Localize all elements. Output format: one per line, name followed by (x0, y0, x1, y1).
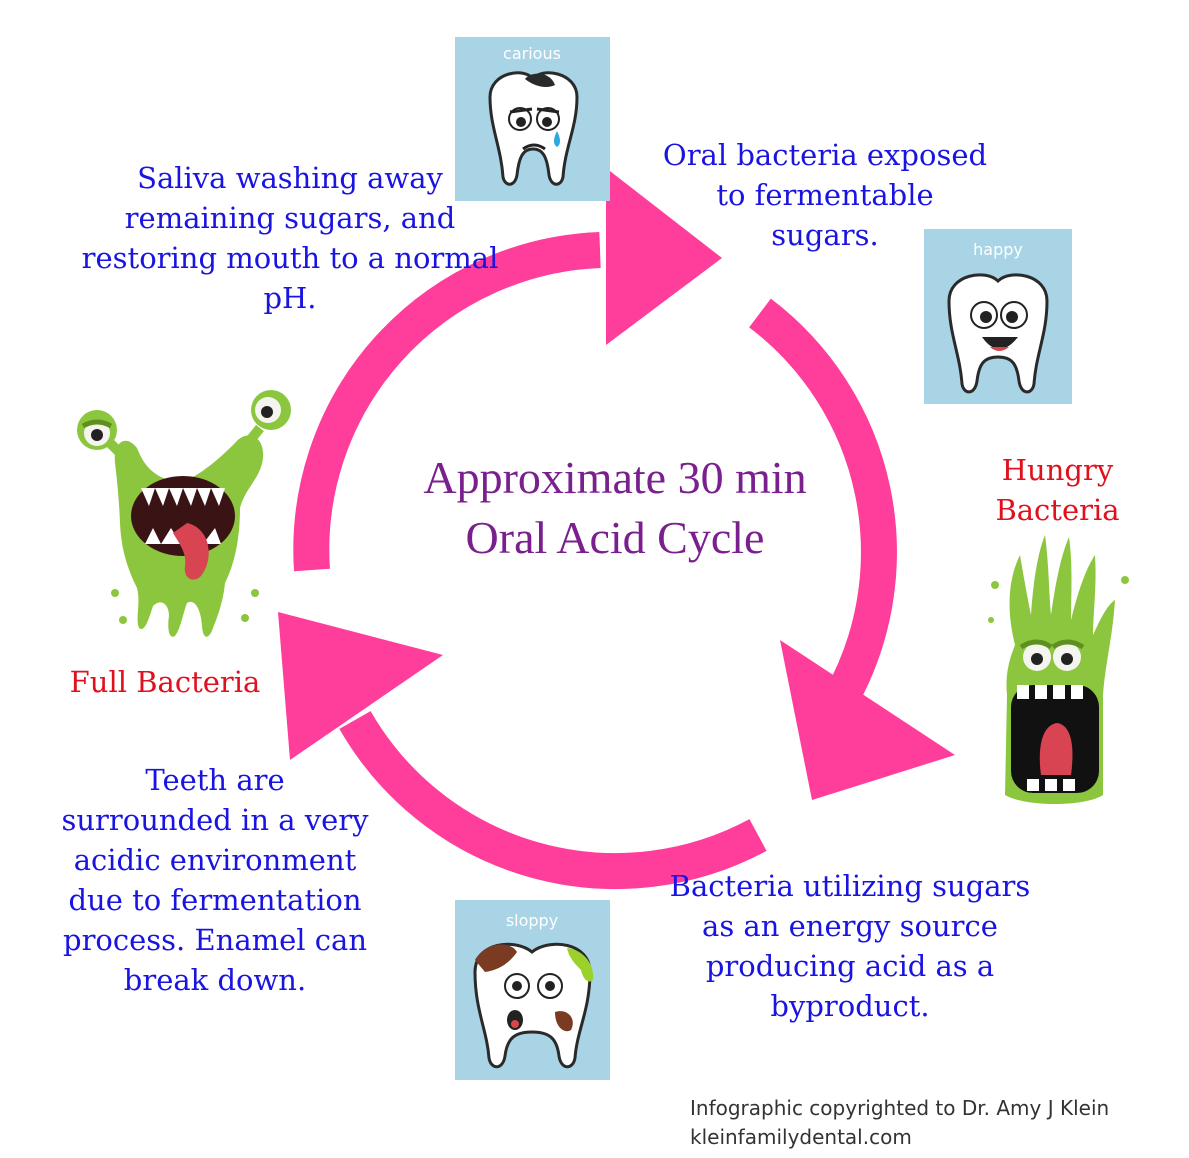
cycle-arrow-icon (749, 298, 897, 709)
arrow-head-right (780, 640, 955, 800)
cycle-arrow-icon (339, 711, 767, 889)
sloppy-tooth-icon: sloppy (455, 900, 610, 1080)
credit-line: Infographic copyrighted to Dr. Amy J Kle… (690, 1096, 1110, 1120)
svg-text:sloppy: sloppy (506, 911, 558, 930)
step-4-text: Saliva washing away remaining sugars, an… (81, 161, 499, 315)
step-1-text: Oral bacteria exposed to fermentable sug… (662, 138, 988, 252)
hungry-bacteria-label: Hungry Bacteria (995, 453, 1120, 527)
step-3-text: Teeth are surrounded in a very acidic en… (61, 763, 369, 997)
arrow-head-left (278, 612, 443, 760)
svg-text:happy: happy (973, 240, 1023, 259)
arrow-head-top (606, 168, 722, 345)
happy-tooth-icon: happy (924, 229, 1072, 404)
credit-url: kleinfamilydental.com (690, 1125, 912, 1149)
page-title: Approximate 30 min Oral Acid Cycle (423, 452, 807, 563)
svg-text:carious: carious (503, 44, 561, 63)
carious-tooth-icon: carious (455, 37, 610, 201)
full-bacteria-label: Full Bacteria (69, 665, 261, 699)
cycle-arrow-icon (293, 232, 601, 572)
hungry-bacteria-icon (988, 535, 1129, 804)
step-2-text: Bacteria utilizing sugars as an energy s… (669, 869, 1031, 1023)
full-bacteria-icon (77, 390, 291, 637)
credit: Infographic copyrighted to Dr. Amy J Kle… (690, 1094, 1109, 1152)
